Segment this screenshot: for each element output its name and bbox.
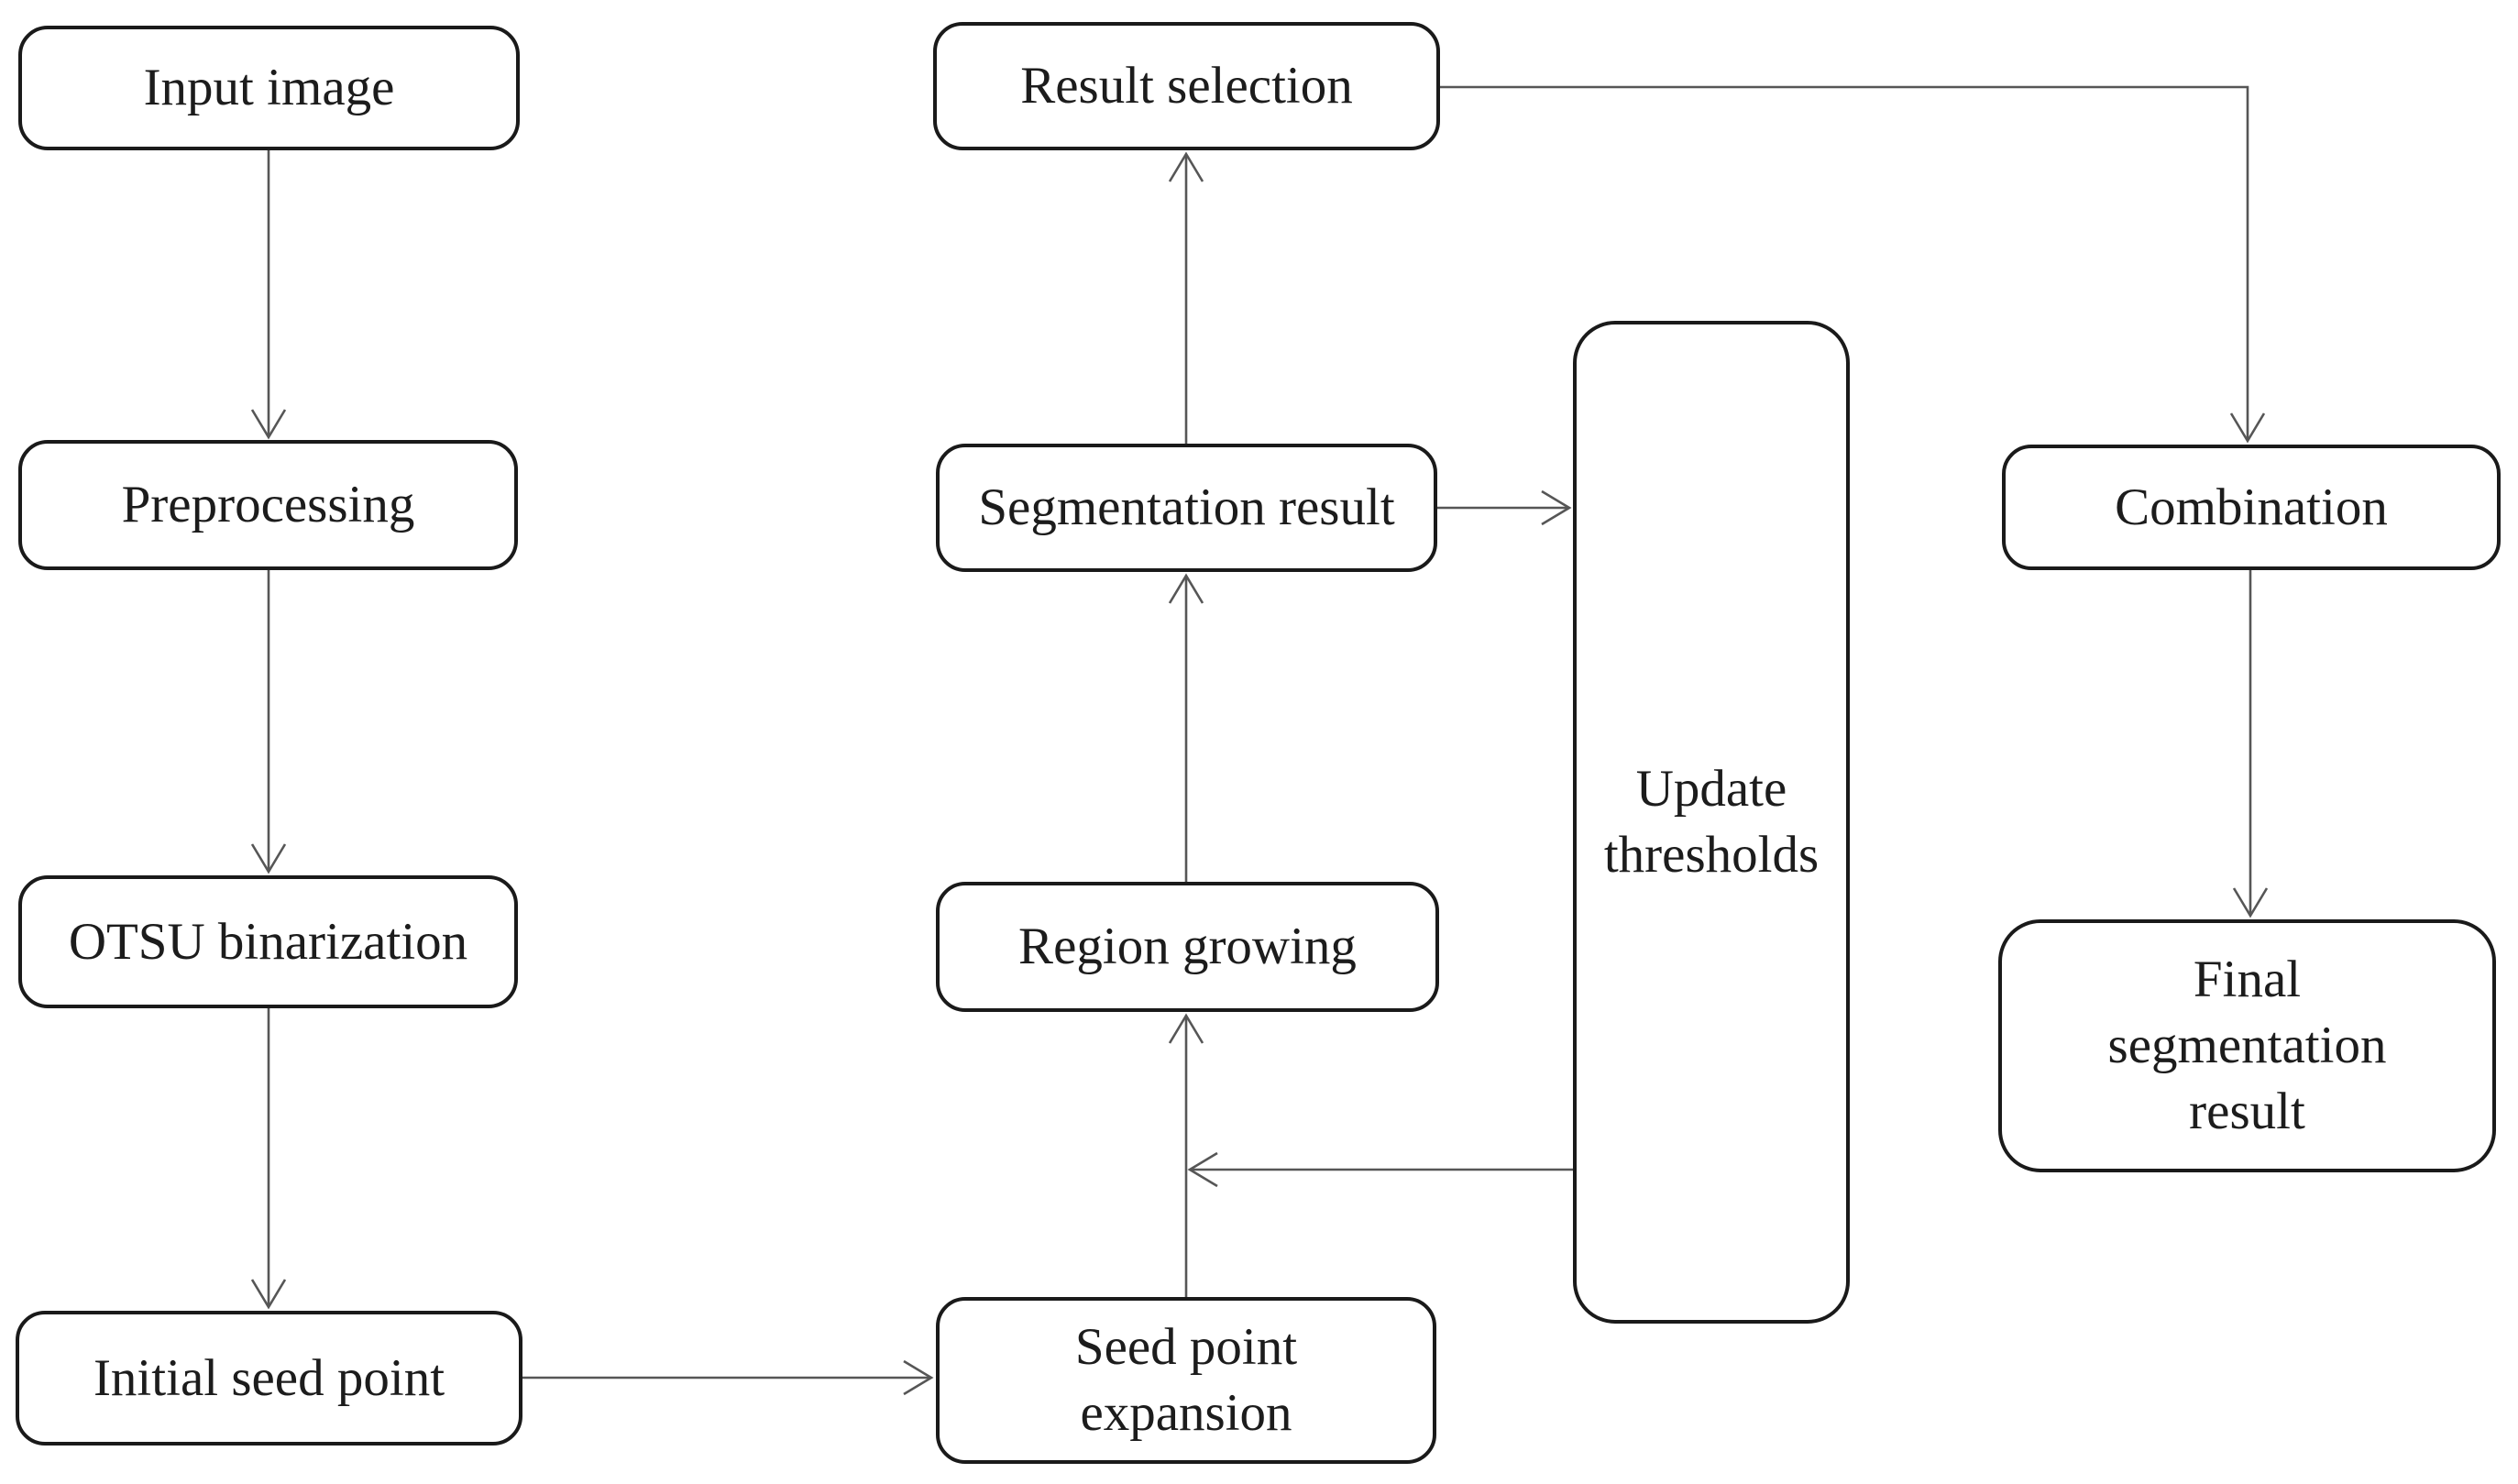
node-preprocessing-label: Preprocessing	[121, 476, 415, 534]
node-combination: Combination	[2002, 445, 2501, 570]
node-preprocessing: Preprocessing	[18, 440, 518, 570]
node-otsu-binarization-label: OTSU binarization	[68, 912, 468, 971]
node-input-image-label: Input image	[143, 59, 395, 117]
node-final-segmentation-result-label: Final segmentation result	[2107, 951, 2387, 1140]
node-segmentation-result-label: Segmentation result	[978, 478, 1395, 537]
edge-result-selection-to-combination	[1440, 85, 2266, 444]
node-otsu-binarization: OTSU binarization	[18, 875, 518, 1008]
node-final-segmentation-result: Final segmentation result	[1998, 919, 2496, 1172]
node-seed-point-expansion: Seed point expansion	[936, 1297, 1436, 1464]
node-result-selection: Result selection	[933, 22, 1440, 150]
node-result-selection-label: Result selection	[1020, 57, 1353, 115]
node-input-image: Input image	[18, 26, 520, 150]
node-segmentation-result: Segmentation result	[936, 444, 1437, 572]
node-update-thresholds-label: Update thresholds	[1603, 760, 1820, 884]
node-initial-seed-point-label: Initial seed point	[93, 1348, 445, 1407]
node-initial-seed-point: Initial seed point	[16, 1311, 522, 1446]
node-combination-label: Combination	[2115, 478, 2388, 536]
node-region-growing: Region growing	[936, 882, 1439, 1012]
node-seed-point-expansion-label: Seed point expansion	[1074, 1318, 1298, 1442]
node-region-growing-label: Region growing	[1018, 918, 1357, 976]
node-update-thresholds: Update thresholds	[1573, 321, 1850, 1324]
